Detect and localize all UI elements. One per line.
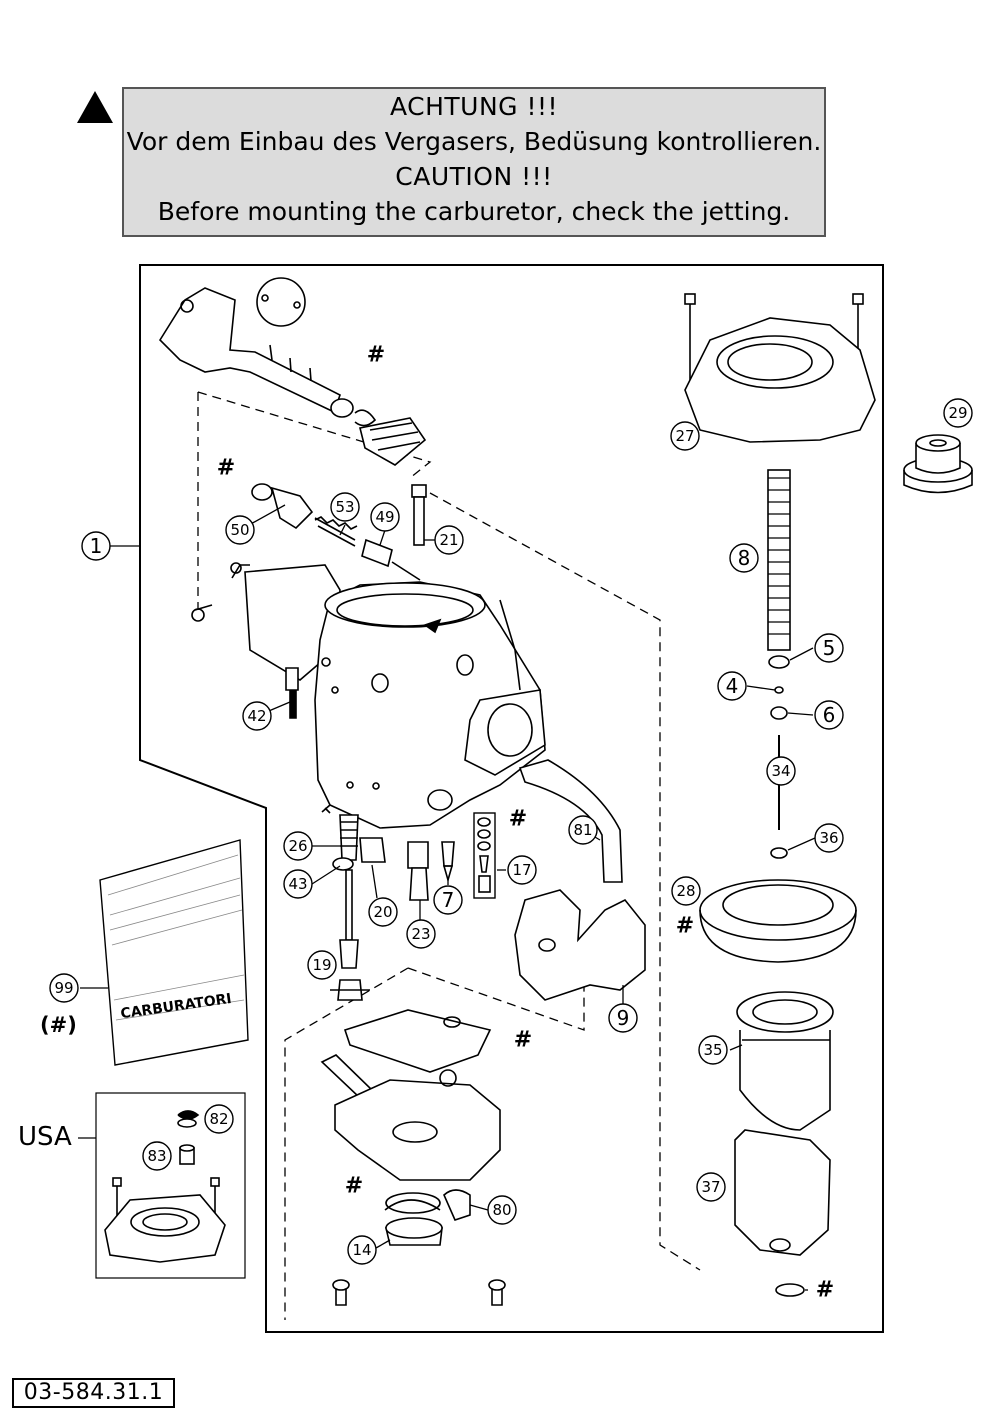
- callout-14: 14: [352, 1241, 371, 1259]
- callout-37: 37: [701, 1178, 720, 1196]
- callout-29: 29: [948, 404, 967, 422]
- top-cap-27: [684, 293, 876, 443]
- kit-note: (#): [40, 1013, 77, 1037]
- bowl-gasket: [343, 1009, 492, 1073]
- callout-80: 80: [492, 1201, 511, 1219]
- callout-42: 42: [247, 707, 266, 725]
- hash-marker: #: [345, 1174, 363, 1199]
- usa-inset-parts: [104, 1110, 226, 1263]
- carburetor-body: [191, 562, 546, 829]
- warning-triangle-icon: [77, 91, 113, 123]
- usa-inset-box: [95, 1092, 246, 1279]
- cap-29: [903, 434, 973, 494]
- hash-marker: #: [217, 456, 235, 481]
- callout-9: 9: [617, 1006, 630, 1030]
- callout-83: 83: [147, 1147, 166, 1165]
- callout-26: 26: [288, 837, 307, 855]
- callout-5: 5: [823, 636, 836, 660]
- callout-6: 6: [823, 703, 836, 727]
- hash-marker: #: [676, 914, 694, 939]
- callout-99: 99: [54, 979, 73, 997]
- document-number: 03-584.31.1: [12, 1378, 175, 1408]
- callout-35: 35: [703, 1041, 722, 1059]
- callout-27: 27: [675, 427, 694, 445]
- callout-36: 36: [819, 829, 838, 847]
- caution-text-en: Before mounting the carburetor, check th…: [157, 197, 791, 226]
- dashed-guide-upper: [197, 391, 701, 1271]
- screw-21: [411, 484, 427, 546]
- callout-21: 21: [439, 531, 458, 549]
- callout-49: 49: [375, 508, 394, 526]
- spring-8: [767, 469, 791, 859]
- callout-82: 82: [209, 1110, 228, 1128]
- hash-marker: #: [816, 1278, 834, 1303]
- slide-35: [736, 991, 834, 1131]
- callout-81: 81: [573, 821, 592, 839]
- caution-title-en: CAUTION !!!: [395, 162, 553, 191]
- callout-34: 34: [771, 762, 790, 780]
- callout-50: 50: [230, 521, 249, 539]
- assembly-frame: [139, 264, 884, 1333]
- callout-43: 43: [288, 875, 307, 893]
- jet-parts: [285, 667, 496, 1001]
- callout-4: 4: [726, 674, 739, 698]
- housing-37: [734, 1129, 831, 1297]
- idle-screw-assembly: [251, 483, 421, 581]
- hash-marker: #: [514, 1028, 532, 1053]
- callout-17: 17: [512, 861, 531, 879]
- callout-1: 1: [90, 534, 103, 558]
- callout-circles: [49, 398, 973, 1265]
- diaphragm-28: [699, 879, 857, 963]
- callout-19: 19: [312, 956, 331, 974]
- float-bowl: [320, 1054, 506, 1306]
- callout-23: 23: [411, 925, 430, 943]
- callout-8: 8: [738, 546, 751, 570]
- hose-81: [518, 759, 623, 883]
- bracket-9: [514, 889, 646, 1001]
- callout-7: 7: [442, 888, 455, 912]
- parts-bag-99: CARBURATORI: [99, 839, 249, 1066]
- callout-20: 20: [373, 903, 392, 921]
- callout-53: 53: [335, 498, 354, 516]
- callout-28: 28: [676, 882, 695, 900]
- hash-marker: #: [367, 343, 385, 368]
- hash-marker: #: [509, 807, 527, 832]
- caution-title-de: ACHTUNG !!!: [389, 92, 559, 121]
- usa-label: USA: [18, 1122, 72, 1152]
- throttle-shaft-assembly: [158, 277, 427, 466]
- caution-text-de: Vor dem Einbau des Vergasers, Bedüsung k…: [126, 127, 822, 156]
- caution-box: ACHTUNG !!! Vor dem Einbau des Vergasers…: [122, 87, 826, 237]
